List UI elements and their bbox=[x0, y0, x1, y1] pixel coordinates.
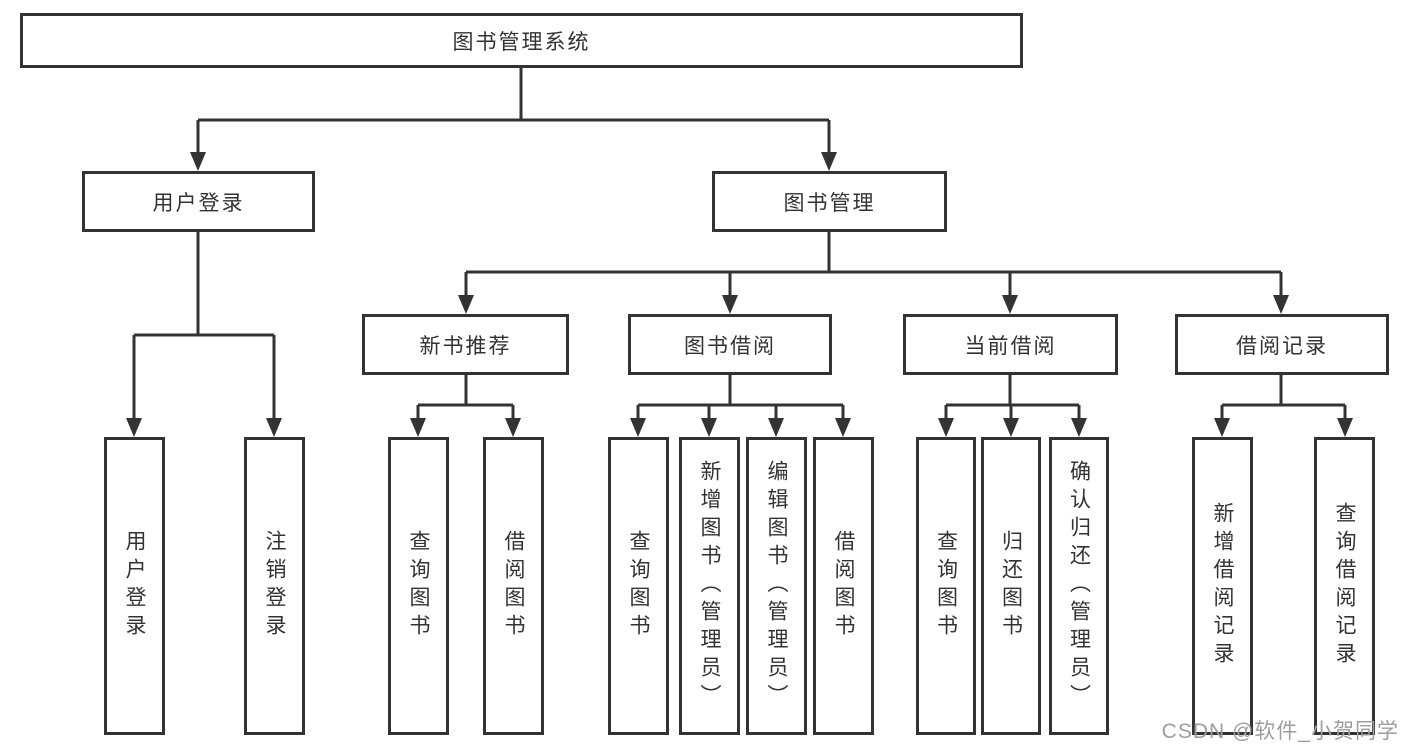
node-label: 当前借阅 bbox=[964, 334, 1057, 358]
node-book-borrow: 图书借阅 bbox=[628, 314, 832, 375]
leaf-return-book: 归还图书 bbox=[981, 437, 1041, 735]
leaf-query-borrow-record: 查询借阅记录 bbox=[1314, 437, 1375, 735]
node-label: 借阅记录 bbox=[1236, 334, 1328, 358]
node-current-borrow: 当前借阅 bbox=[903, 314, 1118, 375]
node-label: 借阅图书 bbox=[502, 530, 525, 642]
leaf-add-book-admin: 新增图书（管理员） bbox=[679, 437, 740, 735]
node-label: 归还图书 bbox=[999, 530, 1023, 642]
leaf-confirm-return-admin: 确认归还（管理员） bbox=[1049, 437, 1109, 735]
node-label: 编辑图书（管理员） bbox=[765, 460, 788, 712]
leaf-add-borrow-record: 新增借阅记录 bbox=[1192, 437, 1253, 735]
node-label: 查询图书 bbox=[934, 530, 958, 642]
leaf-query-books-borrow: 查询图书 bbox=[608, 437, 669, 735]
leaf-edit-book-admin: 编辑图书（管理员） bbox=[746, 437, 807, 735]
node-label: 查询图书 bbox=[407, 530, 430, 642]
node-borrow-records: 借阅记录 bbox=[1175, 314, 1389, 375]
node-user-login: 用户登录 bbox=[82, 171, 315, 232]
node-label: 用户登录 bbox=[123, 530, 146, 642]
leaf-logout: 注销登录 bbox=[244, 437, 305, 735]
leaf-user-login: 用户登录 bbox=[104, 437, 165, 735]
node-label: 新增图书（管理员） bbox=[698, 460, 721, 712]
node-label: 图书管理 bbox=[783, 191, 876, 215]
leaf-query-books-recommend: 查询图书 bbox=[388, 437, 449, 735]
node-label: 查询借阅记录 bbox=[1333, 502, 1356, 670]
node-book-management: 图书管理 bbox=[712, 171, 947, 232]
leaf-borrow-books-recommend: 借阅图书 bbox=[483, 437, 544, 735]
node-label: 借阅图书 bbox=[832, 530, 855, 642]
node-label: 用户登录 bbox=[152, 191, 245, 215]
node-label: 新书推荐 bbox=[419, 334, 512, 358]
node-label: 确认归还（管理员） bbox=[1067, 460, 1091, 712]
node-label: 注销登录 bbox=[263, 530, 286, 642]
watermark: CSDN @软件_小贺同学 bbox=[1161, 720, 1399, 743]
node-label: 查询图书 bbox=[627, 530, 650, 642]
leaf-query-books-current: 查询图书 bbox=[916, 437, 976, 735]
node-label: 图书管理系统 bbox=[452, 30, 591, 54]
node-label: 新增借阅记录 bbox=[1211, 502, 1234, 670]
node-library-system: 图书管理系统 bbox=[20, 13, 1023, 68]
leaf-borrow-books: 借阅图书 bbox=[813, 437, 874, 735]
node-label: 图书借阅 bbox=[684, 334, 776, 358]
node-new-book-recommend: 新书推荐 bbox=[362, 314, 569, 375]
